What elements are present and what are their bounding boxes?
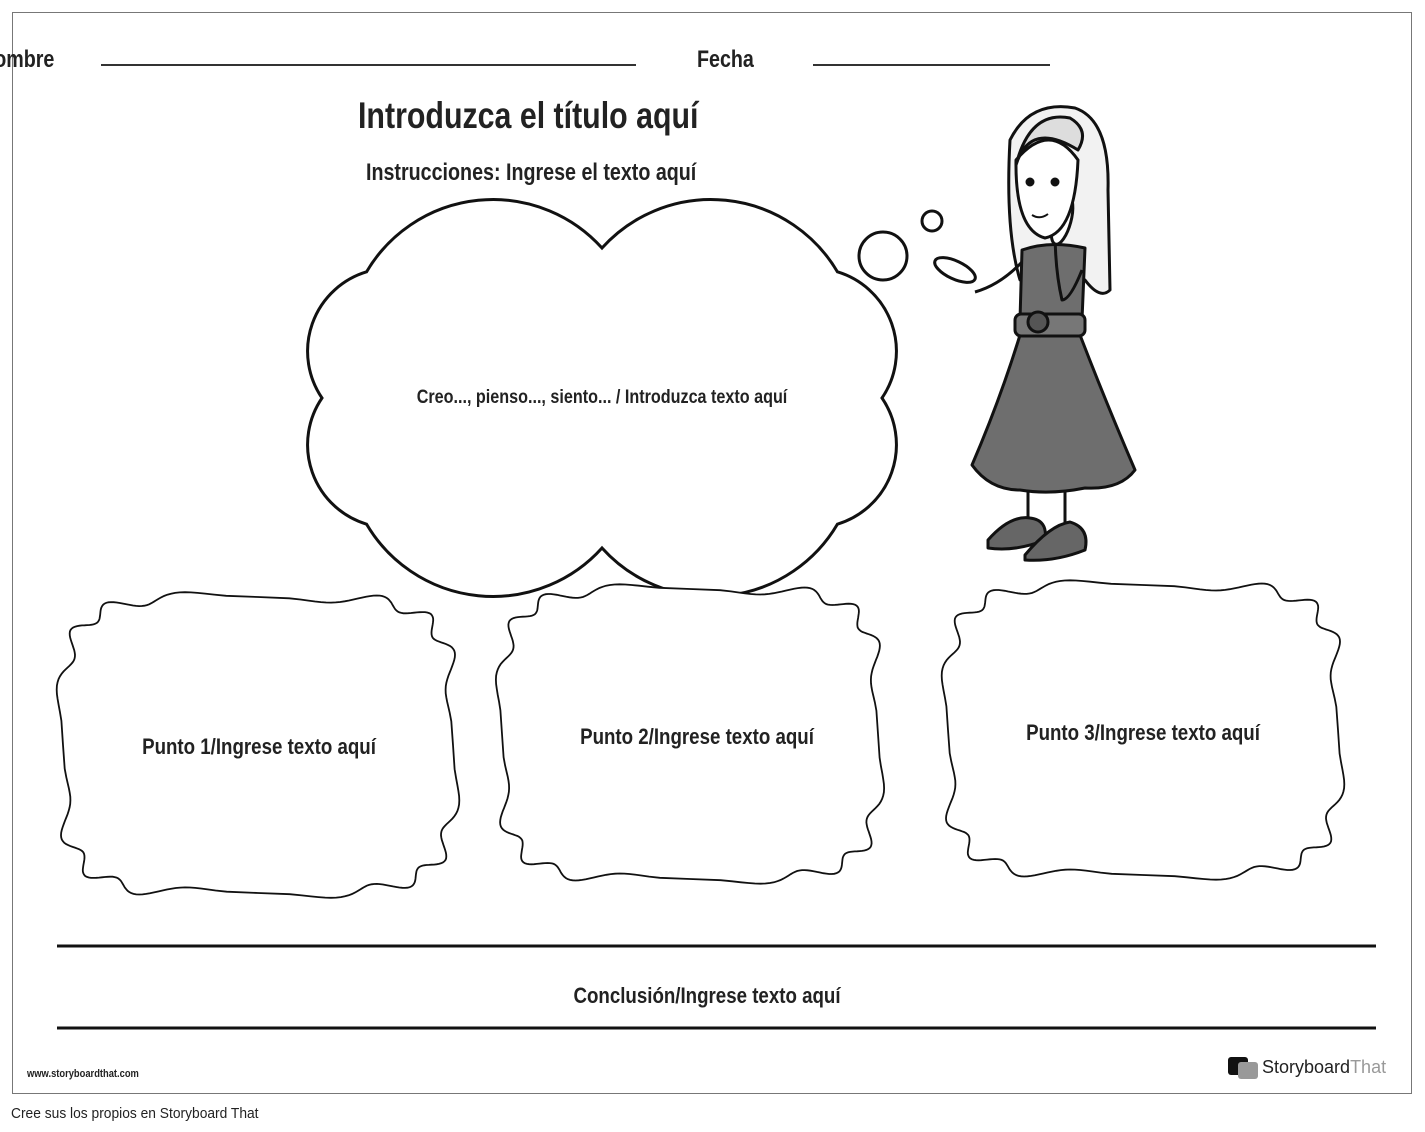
worksheet-frame [12, 12, 1412, 1094]
footer-logo: StoryboardThat [1262, 1057, 1386, 1078]
main-thought-cloud [306, 198, 898, 598]
point-1-cloud [55, 591, 461, 899]
name-label: Nombre [0, 46, 55, 73]
footer-credit[interactable]: Cree sus los propios en Storyboard That [11, 1105, 259, 1122]
main-cloud-text[interactable]: Creo..., pienso..., siento... / Introduz… [416, 387, 788, 408]
storyboardthat-logo-icon [1228, 1057, 1258, 1079]
page-title[interactable]: Introduzca el título aquí [358, 95, 699, 136]
point-2-cloud [494, 583, 886, 885]
footer-url: www.storyboardthat.com [27, 1068, 139, 1080]
thought-bubbles [857, 209, 944, 282]
point-3-cloud [940, 579, 1346, 881]
girl-character-illustration [933, 105, 1137, 562]
name-field-line[interactable] [101, 64, 636, 66]
date-field-line[interactable] [813, 64, 1050, 66]
point-3-text[interactable]: Punto 3/Ingrese texto aquí [1026, 720, 1260, 745]
logo-text-that: That [1350, 1057, 1387, 1077]
date-label: Fecha [697, 46, 754, 73]
instructions[interactable]: Instrucciones: Ingrese el texto aquí [366, 159, 697, 186]
conclusion-text[interactable]: Conclusión/Ingrese texto aquí [573, 983, 841, 1008]
logo-text-storyboard: Storyboard [1262, 1057, 1351, 1077]
point-2-text[interactable]: Punto 2/Ingrese texto aquí [580, 724, 814, 749]
point-1-text[interactable]: Punto 1/Ingrese texto aquí [142, 734, 376, 759]
